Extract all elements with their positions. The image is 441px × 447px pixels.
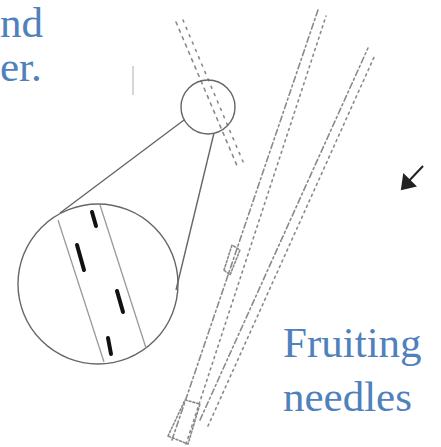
needle-edge xyxy=(100,205,146,348)
arrow-head xyxy=(402,175,415,189)
fruiting-body xyxy=(117,291,123,312)
needle-edge xyxy=(58,220,104,362)
leader-line xyxy=(176,133,214,290)
fruiting-body xyxy=(92,212,96,226)
magnify-circle-large xyxy=(18,204,178,364)
needle-edge xyxy=(176,22,238,168)
fruiting-body xyxy=(108,338,111,354)
caption-text: nd xyxy=(0,0,43,46)
caption-text: Fruiting xyxy=(283,320,422,366)
caption-text: er. xyxy=(0,44,42,90)
magnify-circle-small xyxy=(181,80,235,134)
needle-edge xyxy=(208,55,375,426)
needle-joint xyxy=(224,245,240,275)
caption-text: needles xyxy=(283,374,412,420)
tick-mark xyxy=(132,66,133,95)
leader-line xyxy=(60,120,184,213)
fruiting-body xyxy=(77,245,84,270)
needle-edge xyxy=(183,20,244,164)
needle-sheath xyxy=(168,400,200,444)
